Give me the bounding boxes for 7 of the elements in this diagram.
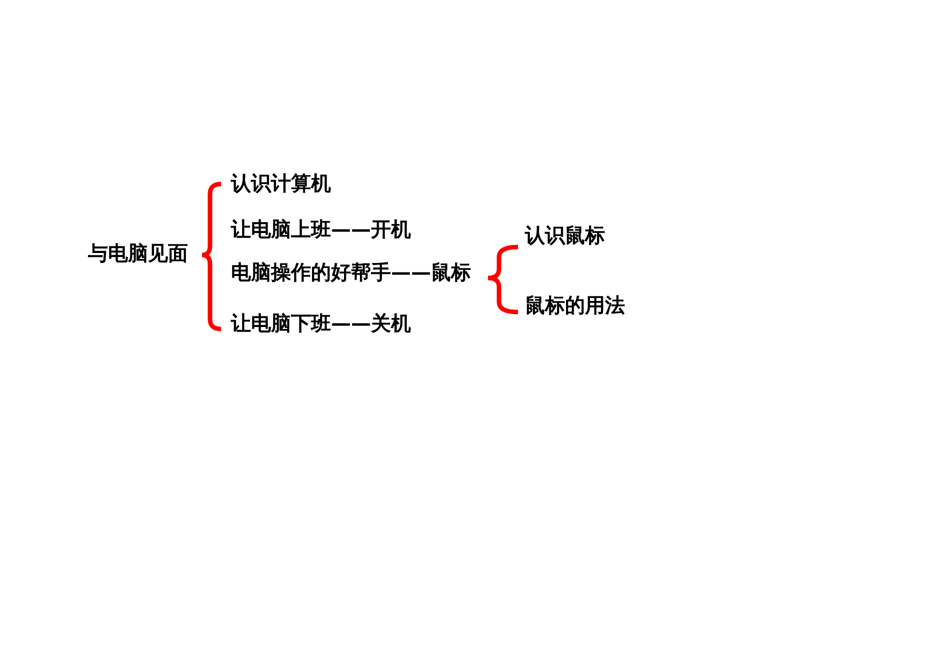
topic-label: 与电脑见面 [88, 242, 188, 264]
subtopic-label: 让电脑下班——关机 [231, 312, 411, 334]
subtopic-label: 让电脑上班——开机 [231, 218, 411, 240]
subtopic-label: 认识鼠标 [525, 224, 605, 246]
subtopic-label: 电脑操作的好帮手——鼠标 [231, 261, 471, 283]
subtopic-label: 鼠标的用法 [525, 294, 625, 316]
subtopic-label: 认识计算机 [231, 172, 331, 194]
